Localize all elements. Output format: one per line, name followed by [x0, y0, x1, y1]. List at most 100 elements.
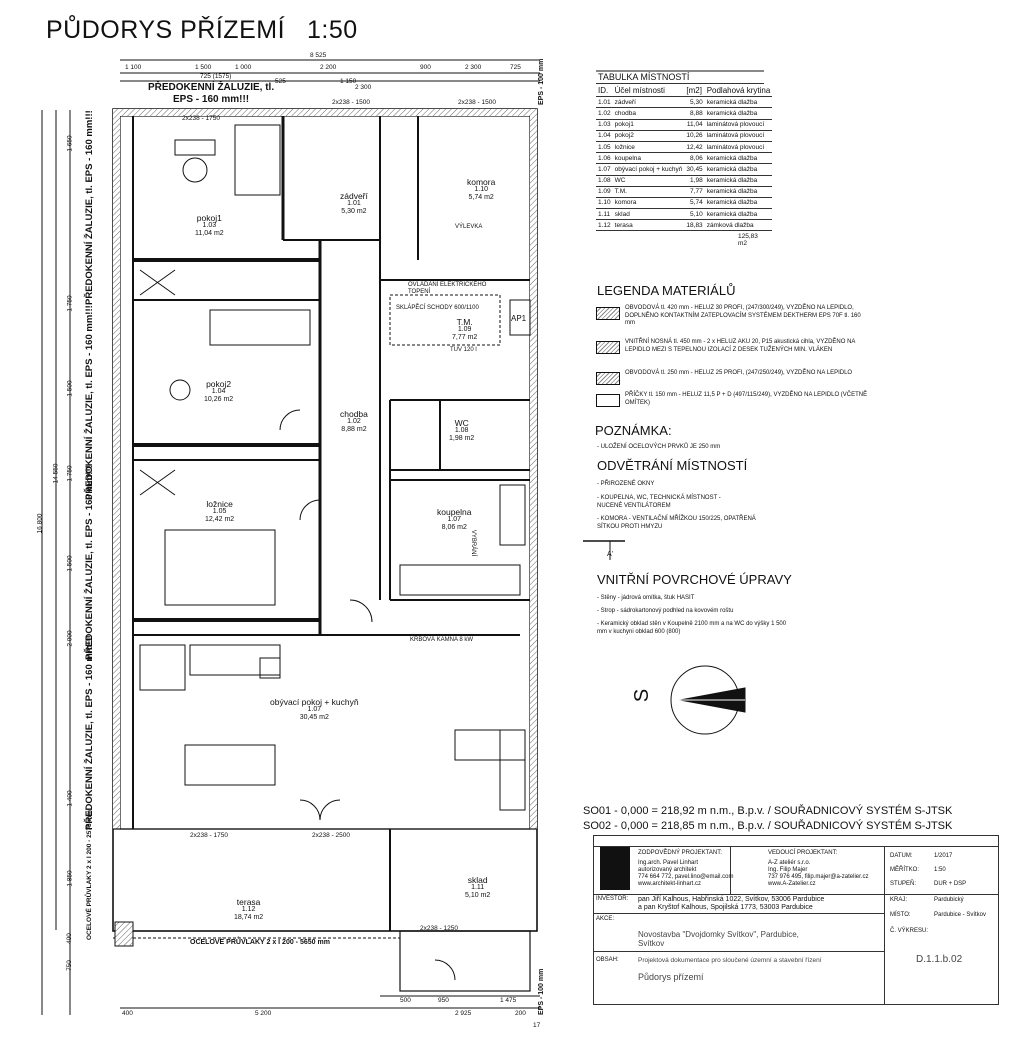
room-area: 7,77 m2 — [452, 334, 478, 341]
dim-left-4: 1 750 — [66, 295, 74, 312]
meritko-label: MĚŘÍTKO: — [890, 867, 920, 873]
dim-left-6: 1 750 — [66, 465, 74, 482]
zodp-line-3: 774 664 772, pavel.lino@email.com — [638, 874, 734, 880]
kraj-value: Pardubický — [934, 897, 964, 903]
dim-bottom-5: 1 475 — [500, 997, 517, 1004]
dim-left-7: 1 500 — [66, 555, 74, 572]
room-area: 10,26 m2 — [204, 396, 234, 403]
room-name: WC — [454, 418, 469, 428]
cell-ucel: obývací pokoj + kuchyň — [612, 163, 685, 176]
room-name: koupelna — [437, 507, 472, 517]
dim-top-11: 725 — [510, 64, 521, 71]
eps-right-bottom: EPS - 100 mm — [538, 968, 545, 1015]
room-table: TABULKA MÍSTNOSTÍ ID. Účel místnosti [m2… — [596, 71, 773, 247]
misto-label: MÍSTO: — [890, 912, 911, 918]
ventilation-line-1: - PŘIROZENÉ OKNY — [597, 481, 655, 487]
surface-line-2: - Strop - sádrokartonový podhled na kovo… — [597, 608, 734, 614]
room-id: 1.02 — [347, 418, 361, 425]
side-shutter-note-3: PŘEDOKENNÍ ŽALUZIE, tl. EPS - 160 mm!!! — [84, 465, 95, 660]
room-id: 1.08 — [454, 427, 469, 434]
dim-left-5: 1 500 — [66, 380, 74, 397]
room-id: 1.09 — [457, 326, 472, 333]
ved-line-3: 737 976 495, filip.majer@a-zatelier.cz — [768, 874, 869, 880]
legend-text: PŘÍČKY tl. 150 mm - HELUZ 11,5 P + D (49… — [625, 392, 868, 406]
cell-krytina: keramická dlažba — [704, 152, 773, 165]
obsah-label: OBSAH: — [596, 957, 619, 963]
ved-label: VEDOUCÍ PROJEKTANT: — [768, 850, 838, 856]
cell-id: 1.12 — [596, 219, 613, 232]
dim-top-6: 2 200 — [320, 64, 337, 71]
legend-title: LEGENDA MATERIÁLŮ — [597, 283, 736, 298]
lintel-2: 2x238 - 1500 — [332, 99, 370, 106]
cell-id: 1.08 — [596, 175, 613, 187]
top-shutter-line1: PŘEDOKENNÍ ŽALUZIE, tl. — [148, 82, 275, 93]
investor-line-2: a pan Kryštof Kalhous, Spojilská 1773, 5… — [638, 904, 813, 911]
cell-ucel: WC — [612, 175, 685, 187]
annotation-tuv: TUV 120 l — [450, 347, 477, 353]
cell-id: 1.10 — [596, 197, 613, 210]
cell-krytina: laminátová plovoucí — [704, 119, 773, 131]
ventilation-line-3: - KOMORA - VENTILAČNÍ MŘÍŽKOU 150/225, O… — [597, 516, 756, 530]
dim-left-total: 16 800 — [36, 513, 44, 534]
eps-right-top: EPS - 100 mm — [538, 58, 545, 105]
north-label: S — [631, 688, 654, 703]
legend-swatch — [596, 341, 620, 354]
drawing-scale: 1:50 — [307, 16, 358, 44]
cell-ucel: T.M. — [612, 186, 685, 198]
datum-label: DATUM: — [890, 853, 913, 859]
dim-left-10: 1 850 — [66, 870, 74, 887]
legend-text: VNITŘNÍ NOSNÁ tl. 450 mm - 2 x HELUZ AKU… — [625, 339, 856, 353]
room-id: 1.12 — [241, 906, 256, 913]
steel-lintel-bottom: OCELOVÉ PRŮVLAKY 2 x I 200 - 5650 mm — [190, 939, 330, 946]
cell-m2: 18,83 — [684, 219, 705, 232]
zodp-line-1: Ing.arch. Pavel Linhart — [638, 860, 699, 866]
room-id: 1.01 — [347, 200, 361, 207]
dim-bottom-2: 5 200 — [255, 1010, 272, 1017]
cell-id: 1.05 — [596, 141, 613, 154]
dim-left-11: 400 — [65, 933, 73, 944]
cell-krytina: keramická dlažba — [704, 163, 773, 176]
room-id: 1.07 — [447, 516, 462, 523]
cell-id: 1.09 — [596, 186, 613, 198]
cell-m2: 11,04 — [684, 119, 705, 131]
cell-ucel: zádveří — [612, 96, 685, 109]
room-id: 1.05 — [212, 508, 227, 515]
room-id: 1.07 — [307, 706, 322, 713]
cell-krytina: keramická dlažba — [704, 175, 773, 187]
note-line: - ULOŽENÍ OCELOVÝCH PRVKŮ JE 250 mm — [597, 444, 721, 450]
cell-ucel: terasa — [612, 219, 685, 232]
dim-left-12: 750 — [65, 960, 73, 971]
ved-line-2: Ing. Filip Majer — [768, 867, 808, 873]
cell-id: 1.01 — [596, 96, 613, 109]
stupen-value: DUR + DSP — [934, 881, 967, 887]
cell-krytina: laminátová plovoucí — [704, 141, 773, 154]
misto-value: Pardubice - Svítkov — [934, 912, 987, 918]
room-area: 5,30 m2 — [341, 208, 367, 215]
room-name: terasa — [236, 897, 261, 907]
cell-m2: 30,45 — [684, 163, 705, 176]
coord-so02: SO02 - 0,000 = 218,85 m n.m., B.p.v. / S… — [583, 820, 953, 832]
legend-item-1: OBVODOVÁ tl. 420 mm - HELUZ 30 PROFI, (2… — [596, 305, 876, 335]
annotation-krb: KRBOVÁ KAMNA 8 kW — [410, 637, 474, 643]
lintel-4: 2x238 - 1750 — [190, 832, 228, 839]
zodp-line-2: autorizovaný architekt — [638, 867, 697, 873]
annotation-vybrani: VYBRÁNÍ — [470, 529, 477, 557]
logo-mark — [600, 846, 630, 890]
cell-m2: 10,26 — [684, 130, 705, 142]
cell-id: 1.07 — [596, 163, 613, 176]
dim-total-width: 8 525 — [310, 52, 327, 59]
cell-ucel: pokoj2 — [612, 130, 685, 142]
